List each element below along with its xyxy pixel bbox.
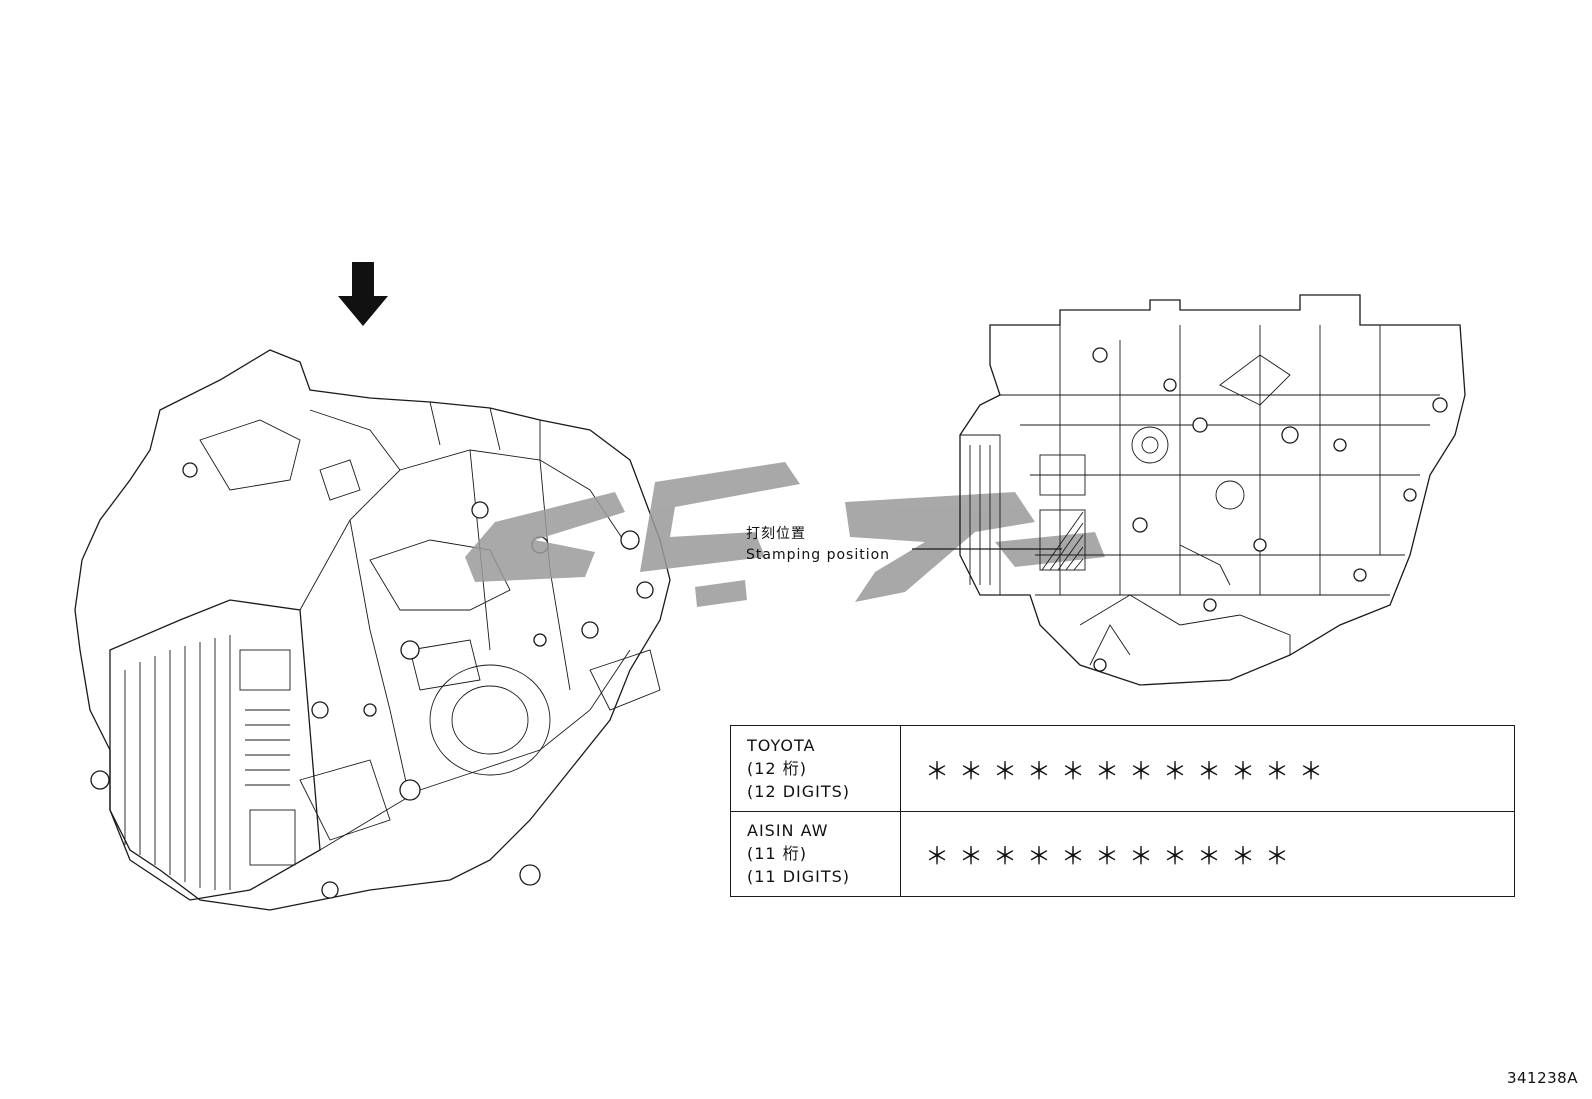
serial-digits: ＊＊＊＊＊＊＊＊＊＊＊＊: [900, 725, 1515, 812]
digit-count-jp: (12 桁): [747, 758, 807, 778]
stamping-leader-line: [912, 548, 1062, 550]
digit-count-en: (12 DIGITS): [747, 781, 851, 801]
table-row: TOYOTA (12 桁) (12 DIGITS) ＊＊＊＊＊＊＊＊＊＊＊＊: [730, 725, 1515, 812]
table-row: AISIN AW (11 桁) (11 DIGITS) ＊＊＊＊＊＊＊＊＊＊＊: [730, 810, 1515, 897]
maker-cell: AISIN AW (11 桁) (11 DIGITS): [730, 810, 901, 897]
transaxle-view-left: [74, 349, 671, 911]
digit-count-en: (11 DIGITS): [747, 867, 851, 887]
serial-number-table: TOYOTA (12 桁) (12 DIGITS) ＊＊＊＊＊＊＊＊＊＊＊＊ A…: [730, 725, 1515, 897]
stamping-label-jp: 打刻位置: [746, 526, 806, 542]
stamping-label-en: Stamping position: [746, 547, 891, 563]
stamping-position-label: 打刻位置 Stamping position: [746, 524, 890, 566]
reference-code: 341238A: [1506, 1069, 1578, 1087]
serial-digits: ＊＊＊＊＊＊＊＊＊＊＊: [900, 810, 1515, 897]
down-arrow-icon: [338, 262, 388, 326]
maker-name: AISIN AW: [747, 821, 829, 841]
transaxle-view-right: [959, 294, 1466, 686]
maker-cell: TOYOTA (12 桁) (12 DIGITS): [730, 725, 901, 812]
digit-count-jp: (11 桁): [747, 844, 807, 864]
maker-name: TOYOTA: [747, 735, 816, 755]
